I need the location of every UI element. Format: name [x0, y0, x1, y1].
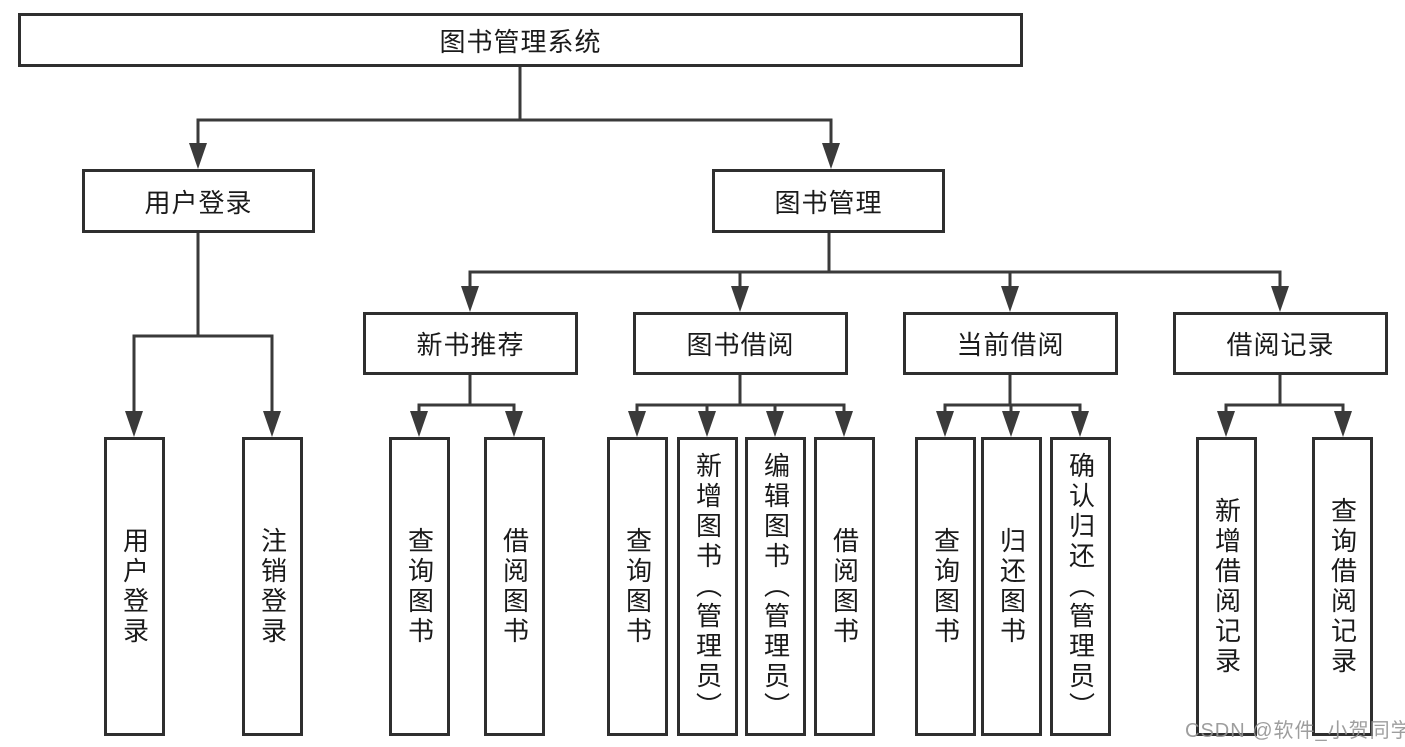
arrowhead: [1002, 411, 1020, 437]
arrowhead: [410, 411, 428, 437]
leaf-user-login: 用户登录: [104, 437, 165, 736]
node-label: 查询图书: [930, 526, 961, 647]
node-label: 查询图书: [622, 526, 653, 647]
leaf-confirm-return-admin: 确认归还（管理员）: [1050, 437, 1111, 736]
leaf-return-books: 归还图书: [981, 437, 1042, 736]
arrowhead: [628, 411, 646, 437]
arrowhead: [1334, 411, 1352, 437]
arrowhead: [505, 411, 523, 437]
node-new-book-recommend: 新书推荐: [363, 312, 578, 375]
node-label: 借阅记录: [1226, 330, 1335, 360]
node-label: 用户登录: [144, 187, 253, 218]
node-label: 借阅图书: [499, 526, 530, 647]
leaf-logout: 注销登录: [242, 437, 303, 736]
arrowhead: [1001, 286, 1019, 312]
arrowhead: [731, 286, 749, 312]
node-book-management: 图书管理: [712, 169, 945, 233]
arrowhead: [189, 143, 207, 169]
arrowhead: [936, 411, 954, 437]
node-label: 借阅图书: [829, 526, 860, 647]
node-label: 确认归还（管理员）: [1065, 451, 1096, 722]
leaf-borrow-books-1: 借阅图书: [484, 437, 545, 736]
node-label: 编辑图书（管理员）: [760, 451, 791, 722]
arrowhead: [698, 411, 716, 437]
node-label: 图书管理系统: [439, 26, 602, 57]
leaf-query-books-3: 查询图书: [915, 437, 976, 736]
node-label: 新增借阅记录: [1211, 496, 1242, 677]
node-user-login: 用户登录: [82, 169, 315, 233]
arrowhead: [1217, 411, 1235, 437]
node-label: 查询借阅记录: [1327, 496, 1358, 677]
arrowhead: [461, 286, 479, 312]
node-label: 当前借阅: [956, 330, 1065, 360]
arrowhead: [1071, 411, 1089, 437]
arrowhead: [835, 411, 853, 437]
arrowhead: [1271, 286, 1289, 312]
node-borrowing-records: 借阅记录: [1173, 312, 1388, 375]
node-label: 新增图书（管理员）: [692, 451, 723, 722]
arrowhead: [125, 411, 143, 437]
node-label: 查询图书: [404, 526, 435, 647]
node-root: 图书管理系统: [18, 13, 1023, 67]
arrowhead: [822, 143, 840, 169]
leaf-query-borrow-record: 查询借阅记录: [1312, 437, 1373, 736]
leaf-add-books-admin: 新增图书（管理员）: [677, 437, 738, 736]
node-label: 新书推荐: [416, 330, 525, 360]
arrowhead: [766, 411, 784, 437]
node-label: 用户登录: [119, 526, 150, 647]
leaf-query-books-2: 查询图书: [607, 437, 668, 736]
leaf-query-books-1: 查询图书: [389, 437, 450, 736]
leaf-borrow-books-2: 借阅图书: [814, 437, 875, 736]
node-current-borrowing: 当前借阅: [903, 312, 1118, 375]
node-label: 注销登录: [257, 526, 288, 647]
leaf-add-borrow-record: 新增借阅记录: [1196, 437, 1257, 736]
arrowhead: [263, 411, 281, 437]
leaf-edit-books-admin: 编辑图书（管理员）: [745, 437, 806, 736]
node-label: 图书管理: [774, 187, 883, 218]
node-label: 图书借阅: [686, 330, 795, 360]
node-label: 归还图书: [996, 526, 1027, 647]
node-book-borrowing: 图书借阅: [633, 312, 848, 375]
watermark: CSDN @软件_小贺同学: [1185, 720, 1405, 742]
